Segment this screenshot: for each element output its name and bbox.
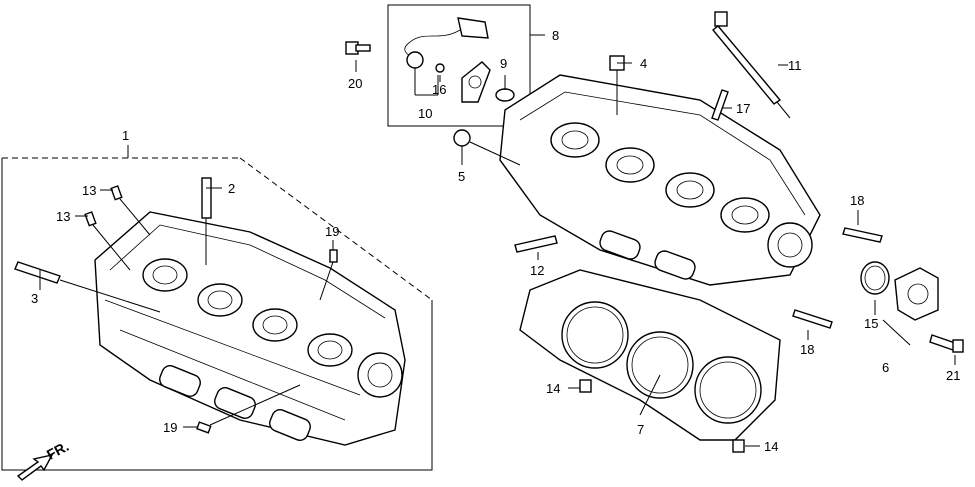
callout-8: 8 [552,28,559,43]
callout-20: 20 [348,76,362,91]
head-gasket-7 [519,269,781,441]
left-head-group-box [1,145,433,471]
callout-6: 6 [882,360,889,375]
callout-9: 9 [500,56,507,71]
callout-12: 12 [530,263,544,278]
callout-3: 3 [31,291,38,306]
sensor-group-box [387,4,545,127]
callout-14a: 14 [546,381,560,396]
stud-17 [711,89,729,121]
dowel-14b [732,439,745,453]
callout-5: 5 [458,169,465,184]
stud-18a [842,227,883,243]
dowel-pin-19b [196,384,301,434]
callout-21: 21 [946,368,960,383]
right-cylinder-head [499,74,821,286]
callout-18b: 18 [800,342,814,357]
callout-15: 15 [864,316,878,331]
stud-bolt-3 [14,261,161,313]
callout-16: 16 [432,82,446,97]
callout-13a: 13 [82,183,96,198]
callout-18a: 18 [850,193,864,208]
left-cylinder-head [94,211,406,446]
callout-10: 10 [418,106,432,121]
callout-2: 2 [228,181,235,196]
stud-12 [514,235,558,253]
callout-11: 11 [788,58,802,73]
callout-14b: 14 [764,439,778,454]
washer-5 [453,129,521,166]
stud-bolt-2 [201,177,212,265]
stud-18b [792,309,833,329]
callout-13b: 13 [56,209,70,224]
leader-lines [39,60,956,447]
head-bolt-11 [712,11,791,119]
cover-6 [894,267,939,321]
front-direction-arrow-icon [16,453,54,481]
dowel-14a [579,379,592,393]
callout-1: 1 [122,128,129,143]
callout-17: 17 [736,101,750,116]
callout-7: 7 [637,422,644,437]
o-ring-15 [860,261,890,295]
callout-4: 4 [640,56,647,71]
dowel-pin-13a [110,185,151,236]
dowel-pin-13b [84,211,131,271]
callout-19a: 19 [325,224,339,239]
bolt-21 [929,334,964,353]
bolt-20 [345,41,371,55]
callout-19b: 19 [163,420,177,435]
